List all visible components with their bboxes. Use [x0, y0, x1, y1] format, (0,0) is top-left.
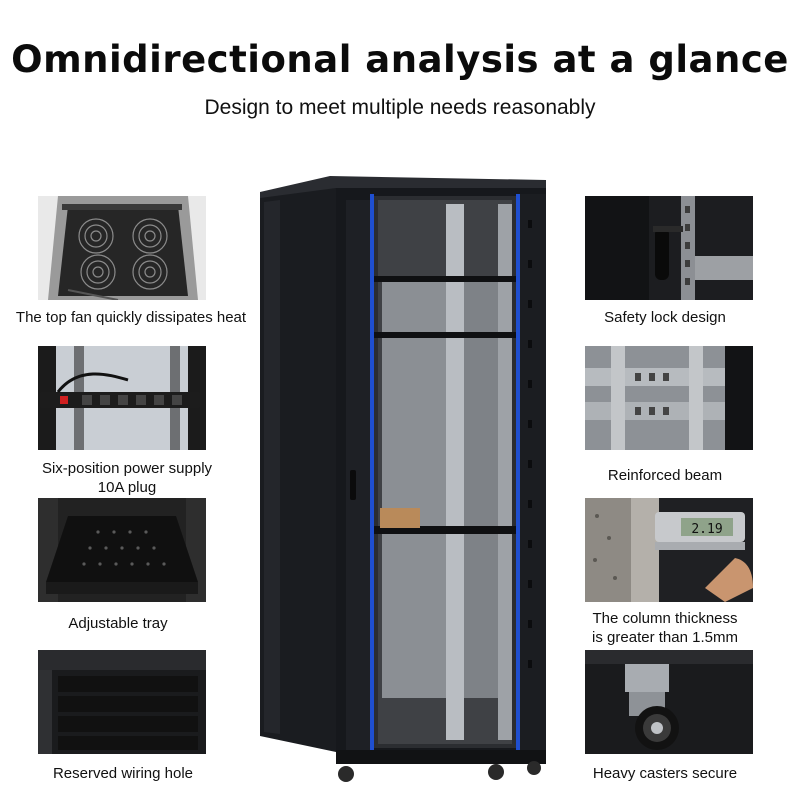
feature-caption-column-line2: is greater than 1.5mm	[592, 629, 738, 646]
feature-caption-tray: Adjustable tray	[68, 615, 168, 632]
caliper-reading: 2.19	[691, 522, 722, 537]
feature-caption-beam: Reinforced beam	[607, 467, 723, 484]
feature-caption-power-line2: 10A plug	[97, 479, 157, 496]
feature-caption-wiring: Reserved wiring hole	[52, 765, 194, 782]
page-title: Omnidirectional analysis at a glance	[11, 38, 789, 81]
feature-caption-lock: Safety lock design	[604, 309, 726, 326]
server-cabinet-image	[250, 170, 550, 790]
safety-lock-image	[585, 196, 753, 300]
caliper-image: 2.19	[585, 498, 753, 602]
reinforced-beam-image	[585, 346, 753, 450]
feature-caption-power-line1: Six-position power supply	[41, 460, 213, 477]
power-strip-image	[38, 346, 206, 450]
page-subtitle: Design to meet multiple needs reasonably	[204, 96, 596, 119]
caster-image	[585, 650, 753, 754]
wiring-hole-image	[38, 650, 206, 754]
top-fan-image	[38, 196, 206, 300]
feature-caption-caster: Heavy casters secure	[592, 765, 738, 782]
feature-caption-fan: The top fan quickly dissipates heat	[15, 309, 247, 326]
tray-image	[38, 498, 206, 602]
feature-caption-column-line1: The column thickness	[592, 610, 738, 627]
